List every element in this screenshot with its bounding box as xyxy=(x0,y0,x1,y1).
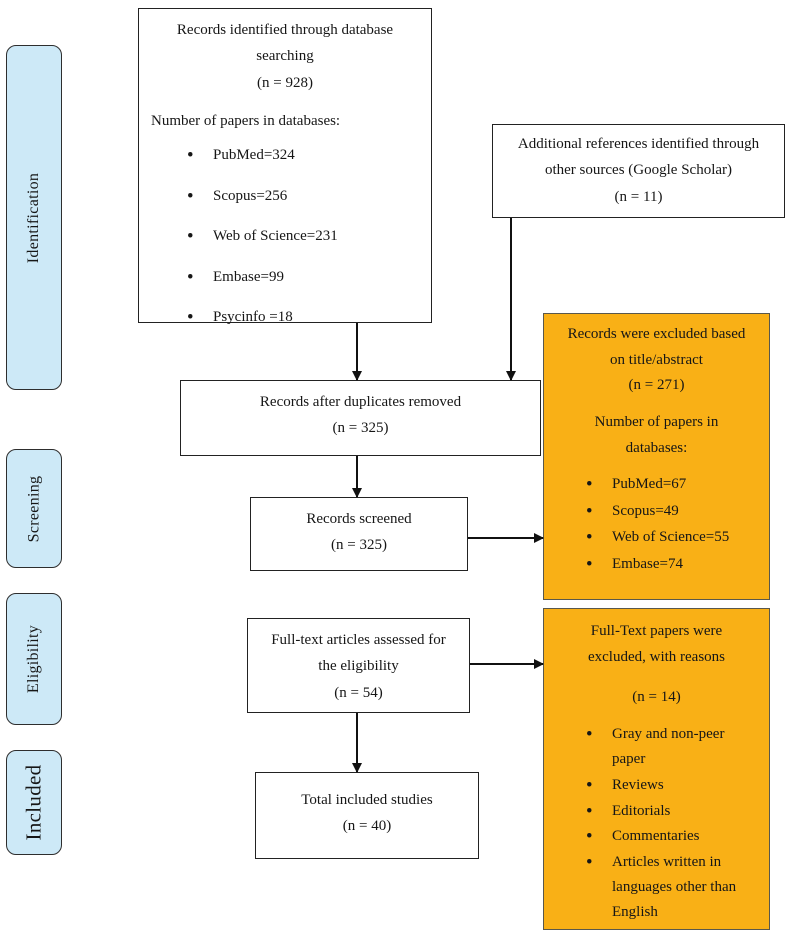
excluded-title-abstract-bullet-list: PubMed=67Scopus=49Web of Science=55Embas… xyxy=(544,473,769,577)
records-screened-box: Records screened (n = 325) xyxy=(250,497,468,571)
bullet-item: PubMed=324 xyxy=(187,144,421,168)
records-identified-box: Records identified through database sear… xyxy=(138,8,432,330)
excluded-title-abstract-line3: (n = 271) xyxy=(628,377,685,393)
bullet-item: Editorials xyxy=(586,797,759,828)
duplicates-removed-line2: (n = 325) xyxy=(332,420,389,437)
additional-references-line1: Additional references identified through xyxy=(517,136,760,152)
excluded-title-abstract-subheading: Number of papers in databases: xyxy=(544,399,769,462)
excluded-subheading-line1: Number of papers in xyxy=(594,413,719,430)
fulltext-excluded-bullet-list: Gray and non-peer paperReviewsEditorials… xyxy=(544,720,769,924)
bullet-item: Scopus=49 xyxy=(586,500,759,524)
arrow-identified-to-duplicates xyxy=(356,323,358,380)
records-screened-line1: Records screened xyxy=(306,511,412,527)
stage-identification: Identification xyxy=(6,45,62,390)
bullet-item: Psycinfo =18 xyxy=(187,306,421,330)
total-included-line2: (n = 40) xyxy=(342,818,392,835)
fulltext-assessed-box: Full-text articles assessed for the elig… xyxy=(247,618,470,713)
bullet-item: PubMed=67 xyxy=(586,473,759,497)
total-included-header: Total included studies (n = 40) xyxy=(256,773,478,840)
stage-screening: Screening xyxy=(6,449,62,568)
fulltext-assessed-header: Full-text articles assessed for the elig… xyxy=(248,619,469,706)
bullet-item: Reviews xyxy=(586,771,759,802)
additional-references-header: Additional references identified through… xyxy=(493,125,784,210)
fulltext-excluded-line2: excluded, with reasons xyxy=(587,648,726,665)
total-included-box: Total included studies (n = 40) xyxy=(255,772,479,859)
bullet-item: Embase=99 xyxy=(187,266,421,290)
excluded-title-abstract-header: Records were excluded based on title/abs… xyxy=(544,314,769,399)
stage-eligibility: Eligibility xyxy=(6,593,62,725)
records-identified-line1: Records identified through database xyxy=(176,22,394,38)
duplicates-removed-header: Records after duplicates removed (n = 32… xyxy=(181,381,540,442)
records-screened-line2: (n = 325) xyxy=(331,537,387,554)
stage-screening-label: Screening xyxy=(25,475,42,542)
stage-included: Included xyxy=(6,750,62,855)
fulltext-assessed-line3: (n = 54) xyxy=(334,684,383,701)
records-identified-header: Records identified through database sear… xyxy=(139,9,431,96)
records-identified-line2: searching xyxy=(256,48,314,65)
additional-references-line2: other sources (Google Scholar) xyxy=(544,162,733,179)
bullet-item: Scopus=256 xyxy=(187,185,421,209)
fulltext-assessed-line1: Full-text articles assessed for xyxy=(271,632,446,648)
arrow-fulltext-to-excluded xyxy=(470,663,543,665)
duplicates-removed-line1: Records after duplicates removed xyxy=(259,394,462,410)
total-included-line1: Total included studies xyxy=(301,792,433,808)
additional-references-line3: (n = 11) xyxy=(614,188,663,205)
bullet-item: Web of Science=231 xyxy=(187,225,421,249)
fulltext-excluded-box: Full-Text papers were excluded, with rea… xyxy=(543,608,770,930)
duplicates-removed-box: Records after duplicates removed (n = 32… xyxy=(180,380,541,456)
bullet-item: Gray and non-peer paper xyxy=(586,720,759,772)
bullet-item: Articles written in languages other than… xyxy=(586,848,759,924)
fulltext-excluded-header: Full-Text papers were excluded, with rea… xyxy=(544,609,769,670)
additional-references-box: Additional references identified through… xyxy=(492,124,785,218)
bullet-item: Web of Science=55 xyxy=(586,526,759,550)
fulltext-excluded-count: (n = 14) xyxy=(632,689,681,705)
records-screened-header: Records screened (n = 325) xyxy=(251,498,467,559)
excluded-title-abstract-line1: Records were excluded based xyxy=(567,326,746,342)
stage-identification-label: Identification xyxy=(25,172,43,263)
records-identified-bullet-list: PubMed=324Scopus=256Web of Science=231Em… xyxy=(139,144,431,330)
excluded-title-abstract-line2: on title/abstract xyxy=(610,351,703,368)
bullet-item: Commentaries xyxy=(586,822,759,853)
bullet-item: Embase=74 xyxy=(586,553,759,577)
records-identified-subheading: Number of papers in databases: xyxy=(151,112,341,129)
fulltext-assessed-line2: the eligibility xyxy=(318,658,399,675)
arrow-fulltext-to-included xyxy=(356,713,358,772)
excluded-title-abstract-box: Records were excluded based on title/abs… xyxy=(543,313,770,600)
arrow-duplicates-to-screened xyxy=(356,456,358,497)
stage-eligibility-label: Eligibility xyxy=(25,624,43,694)
fulltext-excluded-line1: Full-Text papers were xyxy=(590,623,723,639)
arrow-screened-to-excluded xyxy=(468,537,543,539)
stage-included-label: Included xyxy=(21,764,46,841)
records-identified-line3: (n = 928) xyxy=(257,74,313,91)
excluded-subheading-line2: databases: xyxy=(625,439,688,456)
arrow-additional-to-duplicates xyxy=(510,218,512,380)
